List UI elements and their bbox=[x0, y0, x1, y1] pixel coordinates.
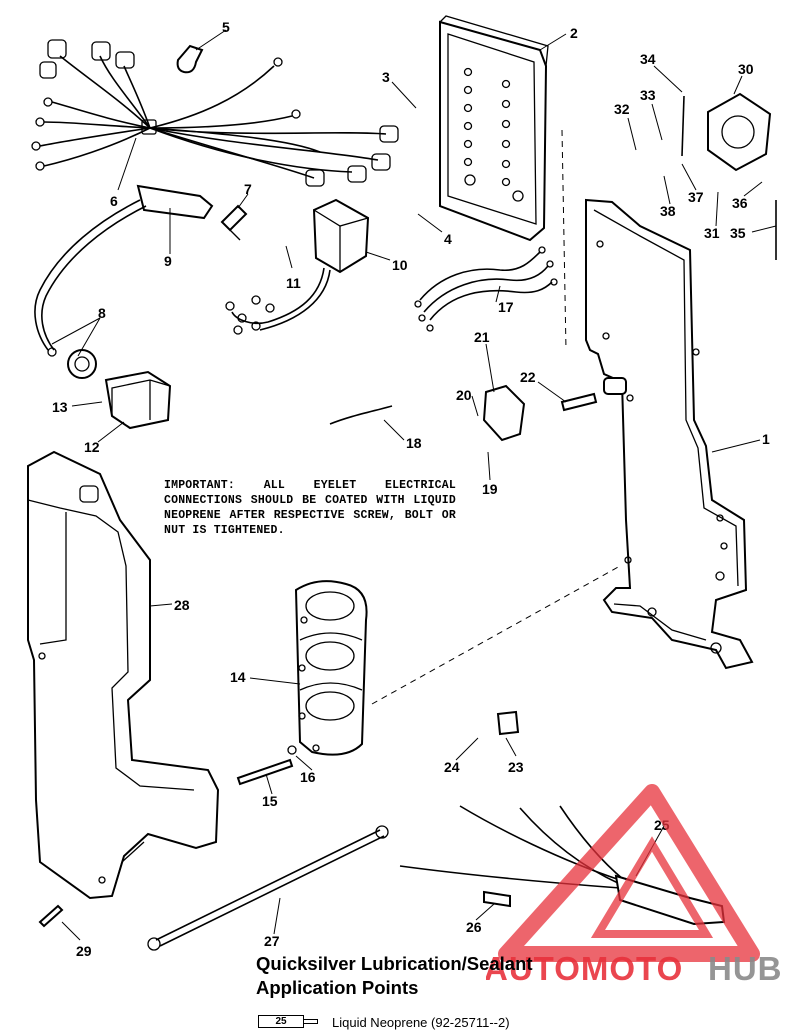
callout-9: 9 bbox=[164, 253, 172, 269]
callout-17: 17 bbox=[498, 299, 514, 315]
callout-32: 32 bbox=[614, 101, 630, 117]
solenoid-part-12 bbox=[104, 370, 172, 430]
important-note: IMPORTANT: ALL EYELET ELECTRICAL CONNECT… bbox=[164, 479, 456, 537]
callout-23: 23 bbox=[508, 759, 524, 775]
callout-10: 10 bbox=[392, 257, 408, 273]
sealant-legend: 25 Liquid Neoprene (92-25711--2) bbox=[258, 1012, 510, 1032]
cable-part-27 bbox=[147, 825, 389, 951]
callout-3: 3 bbox=[382, 69, 390, 85]
wiring-harness-part-6 bbox=[31, 39, 399, 187]
watermark-brand-gray: HUB bbox=[708, 950, 783, 987]
callout-21: 21 bbox=[474, 329, 490, 345]
callout-30: 30 bbox=[738, 61, 754, 77]
ignition-coils-part-14 bbox=[294, 580, 368, 756]
callout-24: 24 bbox=[444, 759, 460, 775]
callout-15: 15 bbox=[262, 793, 278, 809]
tube-number: 25 bbox=[258, 1015, 304, 1028]
callout-36: 36 bbox=[732, 195, 748, 211]
callout-5: 5 bbox=[222, 19, 230, 35]
switch-box-part-2 bbox=[439, 15, 549, 242]
starter-solenoid-part-30 bbox=[681, 92, 777, 260]
callout-28: 28 bbox=[174, 597, 190, 613]
callout-14: 14 bbox=[230, 669, 246, 685]
callout-22: 22 bbox=[520, 369, 536, 385]
module-part-21 bbox=[482, 384, 526, 442]
watermark-triangle-icon bbox=[498, 784, 760, 962]
callout-18: 18 bbox=[406, 435, 422, 451]
callout-37: 37 bbox=[688, 189, 704, 205]
callout-16: 16 bbox=[300, 769, 316, 785]
callout-27: 27 bbox=[264, 933, 280, 949]
callout-7: 7 bbox=[244, 181, 252, 197]
heading-line-2: Application Points bbox=[256, 977, 419, 998]
alignment-lines bbox=[371, 129, 621, 705]
automotohub-watermark: AUTOMOTO HUB bbox=[486, 784, 783, 987]
callout-13: 13 bbox=[52, 399, 68, 415]
callout-2: 2 bbox=[570, 25, 578, 41]
heading-line-1: Quicksilver Lubrication/Sealant bbox=[256, 953, 533, 974]
fuse-part-26 bbox=[483, 890, 511, 908]
sender-part-7 bbox=[220, 204, 248, 241]
sensor-lead-parts-8-9 bbox=[34, 184, 214, 379]
callout-numbers: 1 2 3 4 5 6 7 8 9 10 11 12 13 14 15 16 1… bbox=[52, 19, 770, 959]
washer-part-16 bbox=[287, 745, 297, 755]
lubrication-heading: Quicksilver Lubrication/Sealant Applicat… bbox=[256, 952, 596, 1000]
cover-part-28 bbox=[27, 450, 220, 900]
callout-34: 34 bbox=[640, 51, 656, 67]
callout-31: 31 bbox=[704, 225, 720, 241]
jumper-part-18 bbox=[329, 405, 393, 425]
watermark-brand-red: AUTOMOTO bbox=[486, 950, 683, 987]
callout-1: 1 bbox=[762, 431, 770, 447]
callout-12: 12 bbox=[84, 439, 100, 455]
callout-35: 35 bbox=[730, 225, 746, 241]
screw-part-29 bbox=[38, 904, 64, 928]
callout-8: 8 bbox=[98, 305, 106, 321]
callout-19: 19 bbox=[482, 481, 498, 497]
callout-33: 33 bbox=[640, 87, 656, 103]
screw-part-22 bbox=[560, 392, 598, 412]
rectifier-part-10 bbox=[225, 198, 370, 335]
callout-6: 6 bbox=[110, 193, 118, 209]
clamp-part-5 bbox=[176, 44, 204, 74]
legend-label: Liquid Neoprene (92-25711--2) bbox=[332, 1014, 510, 1030]
callout-29: 29 bbox=[76, 943, 92, 959]
callout-11: 11 bbox=[286, 275, 301, 291]
harness-leads-part-17 bbox=[414, 246, 558, 332]
bracket-part-23 bbox=[496, 710, 520, 736]
callout-20: 20 bbox=[456, 387, 472, 403]
sealant-tube-icon: 25 bbox=[258, 1014, 320, 1030]
electrical-plate-part-1 bbox=[585, 198, 754, 670]
callout-38: 38 bbox=[660, 203, 676, 219]
screw-part-15 bbox=[236, 758, 294, 786]
callout-26: 26 bbox=[466, 919, 482, 935]
callout-4: 4 bbox=[444, 231, 452, 247]
